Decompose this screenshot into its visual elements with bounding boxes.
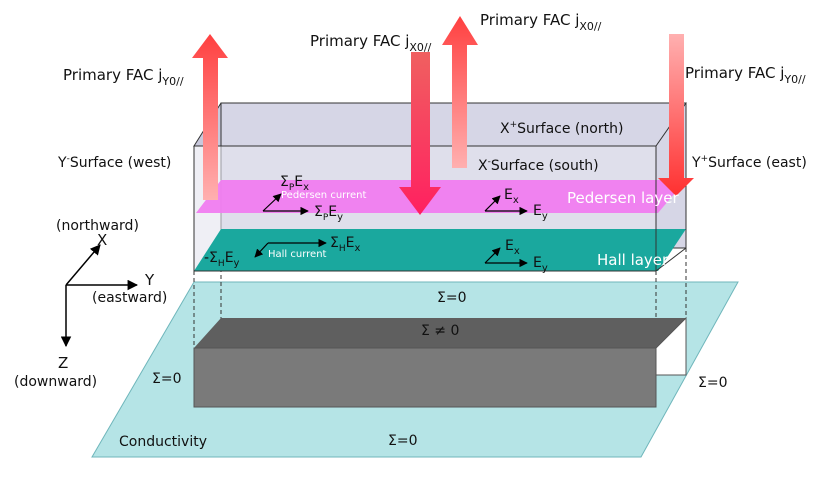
z-axis-note: (downward)	[14, 374, 97, 390]
y-minus-surface-label: Y-Surface (west)	[57, 154, 171, 171]
fac-arrow-south-down	[399, 52, 441, 215]
fac-label-east: Primary FAC jY0//	[685, 64, 806, 86]
y-axis-label: Y	[144, 271, 155, 289]
box-edges	[193, 102, 687, 272]
hall-current-label: Hall current	[268, 249, 327, 260]
z-axis-label: Z	[58, 354, 68, 372]
x-axis-note: (northward)	[56, 218, 139, 234]
sigma-zero-right: Σ=0	[698, 375, 727, 391]
minus-sigma-h-ey-label: -ΣHEy	[204, 250, 240, 269]
fac-label-north: Primary FAC jX0//	[480, 11, 602, 33]
sigma-zero-left: Σ=0	[152, 371, 181, 387]
hall-ey-label: Ey	[533, 255, 548, 274]
coordinate-axes	[60, 244, 139, 348]
x-minus-surface-label: X-Surface (south)	[478, 157, 599, 174]
pedersen-ex-label: Ex	[504, 187, 519, 206]
hall-layer-label: Hall layer	[597, 251, 669, 269]
sigma-h-ex-label: ΣHEx	[330, 235, 361, 254]
x-axis-label: X	[97, 231, 107, 249]
fac-arrow-north-up	[442, 16, 478, 168]
pedersen-layer	[196, 180, 686, 213]
sigma-zero-top: Σ=0	[437, 290, 466, 306]
fac-arrow-west-up	[192, 34, 228, 200]
sigma-nonzero: Σ ≠ 0	[421, 323, 459, 339]
y-plus-surface-label: Y+Surface (east)	[691, 154, 807, 171]
pedersen-current-label: Pedersen current	[281, 190, 366, 201]
fac-label-west: Primary FAC jY0//	[63, 66, 184, 88]
conductivity-label: Conductivity	[119, 434, 207, 450]
fac-arrow-east-down	[658, 34, 694, 196]
sigma-block-top	[194, 318, 686, 348]
sigma-block-front	[193, 347, 657, 408]
sigma-block-side	[655, 316, 687, 376]
hall-field-arrows	[484, 247, 528, 268]
hall-layer	[194, 229, 686, 271]
pedersen-field-arrows	[484, 195, 528, 216]
pedersen-current-arrows	[262, 193, 309, 216]
hall-ex-label: Ex	[505, 238, 520, 257]
x-plus-surface-label: X+Surface (north)	[500, 120, 623, 137]
sigma-p-ex-label: ΣPEx	[280, 174, 309, 193]
sigma-zero-bottom: Σ=0	[388, 433, 417, 449]
pedersen-ey-label: Ey	[533, 203, 548, 222]
hall-current-arrows	[254, 238, 327, 258]
pedersen-layer-label: Pedersen layer	[567, 189, 679, 207]
y-axis-note: (eastward)	[92, 290, 167, 306]
sigma-p-ey-label: ΣPEy	[314, 204, 343, 223]
fac-label-south: Primary FAC jX0//	[310, 32, 432, 54]
